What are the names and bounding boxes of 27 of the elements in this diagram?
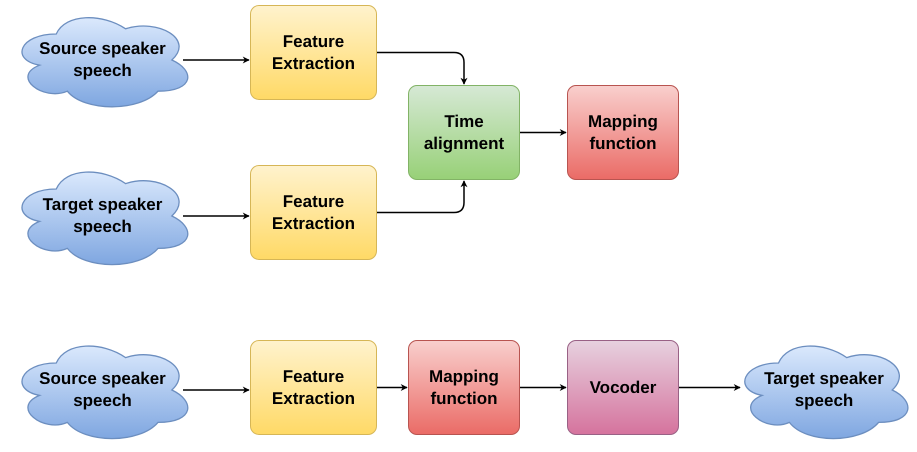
- process-box: [567, 340, 679, 435]
- arrow: [377, 52, 468, 85]
- process-box: [250, 5, 377, 100]
- node-label: Feature Extraction: [270, 366, 356, 410]
- node-label: Feature Extraction: [270, 190, 356, 234]
- node-label: Source speaker speech: [38, 368, 167, 412]
- process-box: [408, 340, 520, 435]
- arrow: [679, 384, 741, 391]
- node-label: Feature Extraction: [270, 30, 356, 74]
- node-label: Vocoder: [588, 376, 658, 398]
- arrow: [520, 384, 567, 391]
- arrow: [183, 56, 250, 64]
- arrow: [183, 212, 250, 220]
- node-label: Time alignment: [422, 110, 506, 154]
- process-box: [250, 340, 377, 435]
- node-label: Mapping function: [587, 110, 659, 154]
- node-label: Target speaker speech: [763, 368, 885, 412]
- arrow: [377, 384, 408, 391]
- node-label: Source speaker speech: [38, 38, 167, 82]
- node-label: Mapping function: [428, 366, 500, 410]
- node-label: Target speaker speech: [42, 194, 164, 238]
- process-box: [567, 85, 679, 180]
- arrow: [183, 386, 250, 394]
- process-box: [408, 85, 520, 180]
- arrow: [520, 129, 567, 136]
- process-box: [250, 165, 377, 260]
- arrow: [377, 180, 468, 214]
